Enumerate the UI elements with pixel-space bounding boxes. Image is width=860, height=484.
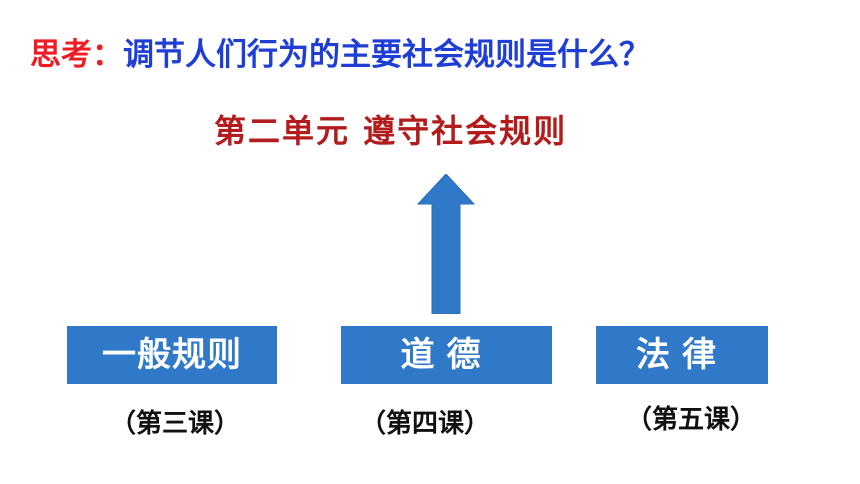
lesson-five-label: （第五课）	[625, 405, 756, 435]
morality-box: 道德	[341, 326, 552, 384]
question-text: 调节人们行为的主要社会规则是什么？	[123, 37, 650, 73]
unit-title: 第二单元 遵守社会规则	[214, 112, 568, 150]
up-arrow-icon	[416, 174, 476, 314]
general-rules-box: 一般规则	[67, 326, 277, 384]
lesson-four-label: （第四课）	[359, 409, 490, 439]
lesson-three-label: （第三课）	[109, 409, 240, 439]
up-arrow-shape	[416, 174, 476, 314]
question-label: 思考：	[30, 37, 123, 73]
thinking-question: 思考：调节人们行为的主要社会规则是什么？	[30, 34, 830, 76]
law-box: 法律	[596, 326, 768, 384]
